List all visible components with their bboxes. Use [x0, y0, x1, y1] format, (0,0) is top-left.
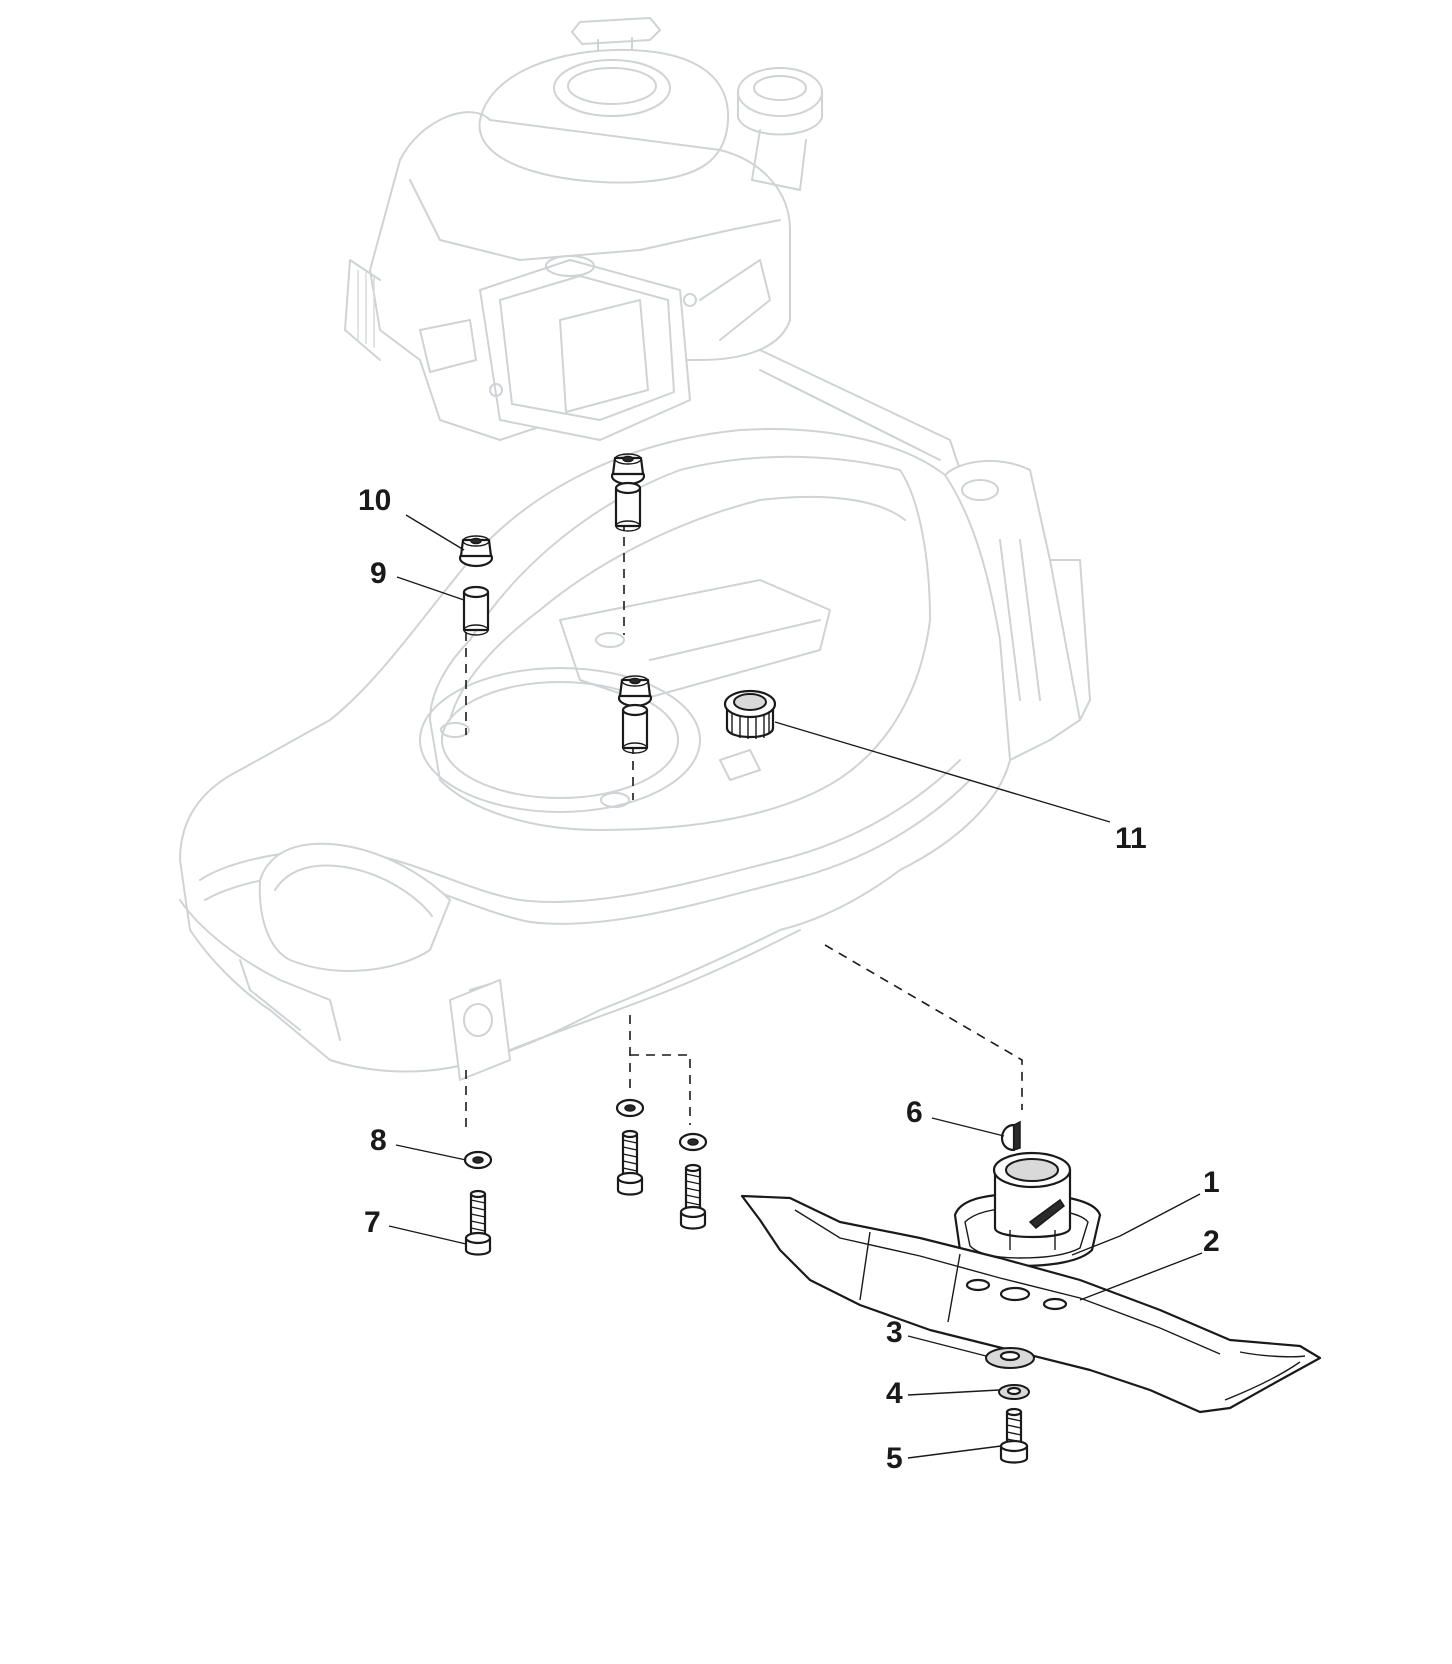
- part-4-lock-washer: [998, 1384, 1030, 1400]
- callout-6: 6: [906, 1096, 923, 1129]
- center-spacer-upper: [614, 481, 642, 532]
- callout-5: 5: [886, 1442, 903, 1475]
- part-3-washer: [985, 1347, 1035, 1369]
- center-washer-right: [678, 1132, 708, 1152]
- part-8-washer: [463, 1150, 493, 1170]
- part-5-blade-bolt: [999, 1407, 1029, 1464]
- part-9-spacer-left: [462, 585, 490, 636]
- center-bolt-left: [616, 1129, 644, 1196]
- part-11-bushing: [723, 689, 777, 739]
- center-bolt-right: [679, 1163, 707, 1230]
- callout-9: 9: [370, 557, 387, 590]
- part-6-key: [1000, 1120, 1021, 1152]
- mower-deck-ghost: [179, 349, 1091, 1081]
- part-2-blade: [740, 1194, 1322, 1414]
- callout-11: 11: [1115, 822, 1147, 855]
- engine-ghost: [344, 17, 823, 441]
- part-7-bolt: [464, 1189, 492, 1256]
- callout-1: 1: [1203, 1166, 1220, 1199]
- center-spacer-lower: [621, 703, 649, 754]
- callout-4: 4: [886, 1377, 903, 1410]
- callout-10: 10: [358, 484, 391, 517]
- callout-3: 3: [886, 1316, 903, 1349]
- center-nut-upper: [610, 453, 646, 486]
- center-nut-lower: [617, 675, 653, 708]
- callout-7: 7: [364, 1206, 381, 1239]
- part-10-flange-nut: [458, 535, 494, 568]
- leader-lines: [388, 514, 1203, 1459]
- callout-numbers: 10 9 11 8 7 6 1 2 3 4 5: [358, 484, 1220, 1475]
- callout-2: 2: [1203, 1225, 1220, 1258]
- center-washer-left: [615, 1098, 645, 1118]
- callout-8: 8: [370, 1124, 387, 1157]
- part-1-blade-adapter: [953, 1151, 1102, 1268]
